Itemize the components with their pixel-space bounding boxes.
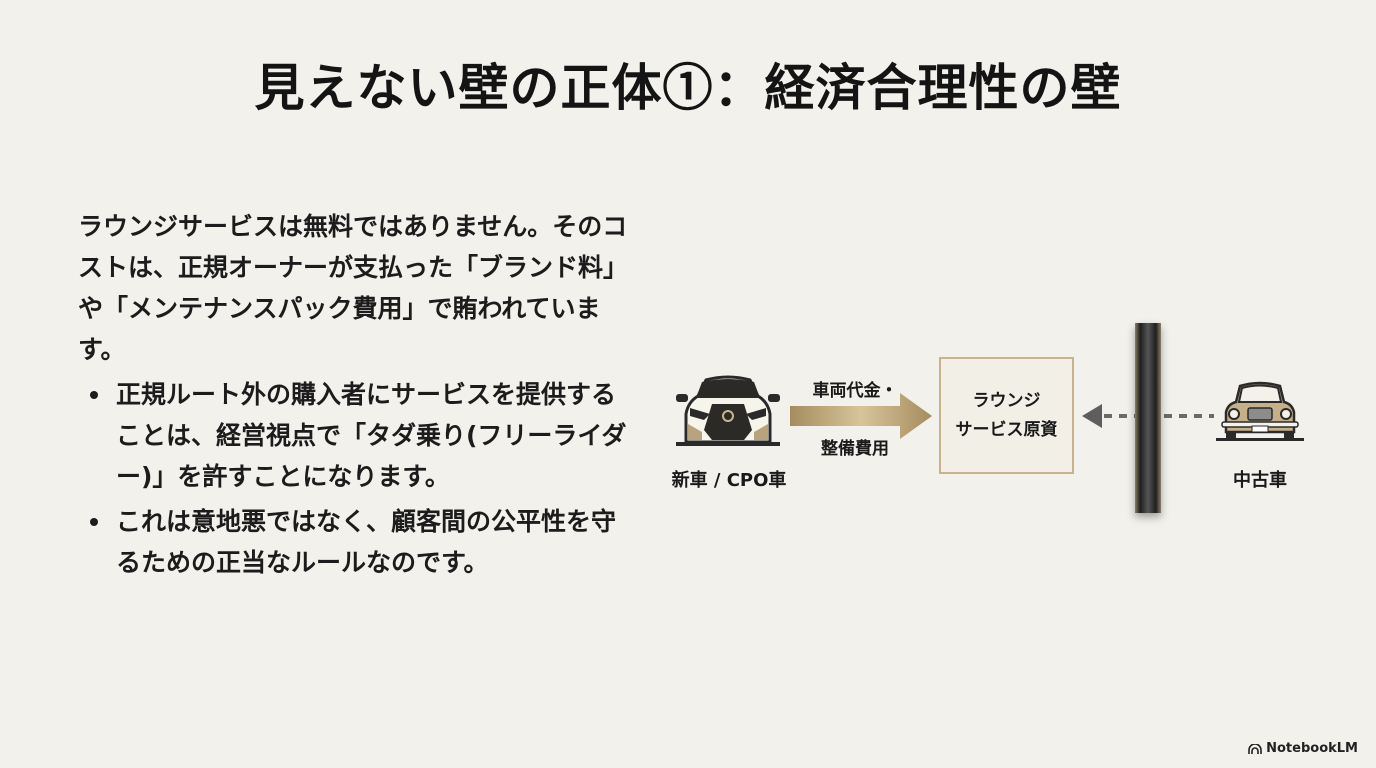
notebooklm-logo-icon (1248, 743, 1262, 754)
box-line2: サービス原資 (955, 419, 1058, 440)
notebooklm-brand: NotebookLM (1248, 741, 1358, 756)
bullet-item: 正規ルート外の購入者にサービスを提供することは、経営視点で「タダ乗り(フリーライ… (78, 374, 638, 497)
wall-barrier (1135, 323, 1161, 513)
gold-arrow-icon (790, 393, 932, 439)
slide-title: 見えない壁の正体①：経済合理性の壁 (254, 58, 1122, 117)
bullet-dot-icon (90, 391, 98, 399)
arrow-label-bottom: 整備費用 (821, 439, 889, 459)
dashed-arrow-icon (1082, 404, 1214, 428)
bullet-list: 正規ルート外の購入者にサービスを提供することは、経営視点で「タダ乗り(フリーライ… (78, 374, 638, 583)
bullet-text: これは意地悪ではなく、顧客間の公平性を守るための正当なルールなのです。 (116, 507, 617, 577)
body-text: ラウンジサービスは無料ではありません。そのコストは、正規オーナーが支払った「ブラ… (78, 206, 638, 587)
luxury-car-icon (676, 375, 780, 446)
box-line1: ラウンジ (972, 390, 1041, 411)
intro-paragraph: ラウンジサービスは無料ではありません。そのコストは、正規オーナーが支払った「ブラ… (78, 212, 629, 364)
bullet-item: これは意地悪ではなく、顧客間の公平性を守るための正当なルールなのです。 (78, 501, 638, 583)
bullet-text: 正規ルート外の購入者にサービスを提供することは、経営視点で「タダ乗り(フリーライ… (116, 380, 627, 491)
classic-car-icon (1216, 381, 1304, 441)
new-car-label: 新車 / CPO車 (671, 470, 787, 491)
bullet-dot-icon (90, 518, 98, 526)
used-car-label: 中古車 (1233, 470, 1287, 491)
arrow-label-top: 車両代金・ (812, 381, 898, 401)
lounge-fund-box: ラウンジ サービス原資 (939, 357, 1074, 474)
brand-label: NotebookLM (1266, 741, 1358, 756)
